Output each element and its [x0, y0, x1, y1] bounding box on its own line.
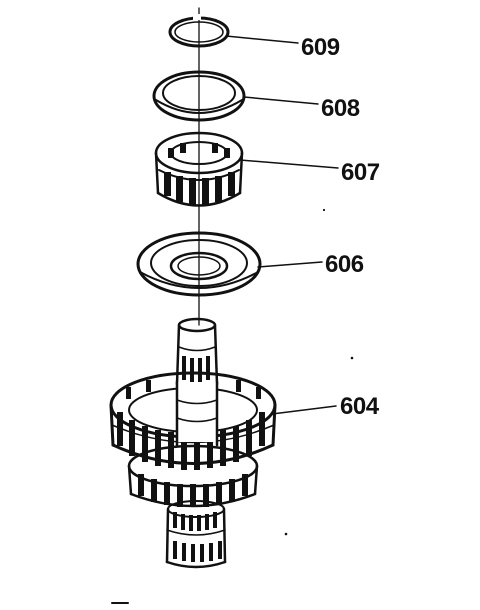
callout-ring: 609	[301, 34, 340, 61]
leader-line-bearing	[239, 159, 339, 169]
roller-bearing	[154, 131, 244, 207]
scan-dot	[284, 532, 288, 536]
callout-washer: 608	[321, 95, 360, 122]
leader-line-washer	[243, 96, 319, 105]
gear-shaft	[109, 317, 277, 569]
scan-dot	[350, 356, 354, 360]
thrust-washer	[152, 70, 246, 122]
callout-race: 606	[325, 251, 364, 278]
leader-line-gear	[271, 405, 337, 415]
thrust-race	[136, 231, 262, 297]
snap-ring	[168, 14, 230, 48]
leader-line-ring	[225, 35, 299, 44]
leader-lines	[225, 35, 339, 415]
scan-dot	[322, 208, 326, 212]
leader-line-race	[257, 261, 323, 268]
callout-gear: 604	[340, 393, 380, 420]
callout-bearing: 607	[341, 159, 380, 186]
